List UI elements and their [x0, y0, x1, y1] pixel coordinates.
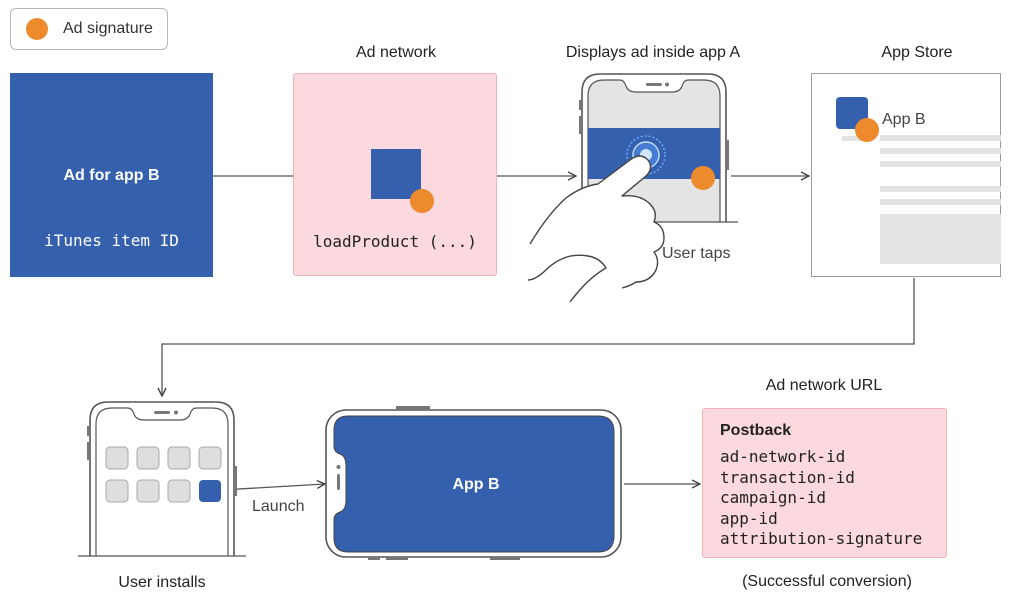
app-b-home-icon: [199, 480, 221, 502]
postback-fields: ad-network-id transaction-id campaign-id…: [720, 447, 922, 550]
load-product-call: loadProduct (...): [313, 232, 477, 251]
postback-field: campaign-id: [720, 488, 826, 508]
store-line: [880, 135, 1001, 141]
ad-signature-dot-phone: [691, 166, 715, 190]
network-heading: Ad network: [355, 44, 437, 61]
store-line: [880, 186, 1001, 192]
phone-app-b: [325, 406, 622, 560]
postback-field: ad-network-id: [720, 447, 846, 466]
phone-app-a: [527, 73, 738, 303]
store-line: [842, 136, 870, 141]
phone-install: [78, 401, 246, 557]
postback-field: attribution-signature: [720, 529, 923, 549]
store-heading: App Store: [881, 44, 953, 61]
store-app-name: App B: [882, 111, 926, 128]
store-line: [880, 148, 1001, 154]
ad-title: Ad for app B: [63, 167, 160, 184]
postback-field: transaction-id: [720, 467, 855, 487]
postback-heading: Ad network URL: [765, 377, 883, 394]
arrow-store-to-install: [162, 278, 915, 396]
ad-network-box: loadProduct (...): [293, 73, 497, 276]
legend: Ad signature: [10, 8, 168, 50]
app-b-label: App B: [452, 476, 500, 493]
ad-item-id: iTunes item ID: [44, 231, 179, 250]
ad-box: Ad for app B iTunes item ID: [10, 73, 213, 277]
postback-caption: (Successful conversion): [742, 573, 912, 590]
app-store-page: App B: [811, 73, 1001, 277]
user-installs-label: User installs: [118, 574, 206, 591]
store-screenshot-placeholder: [880, 214, 1001, 264]
display-heading: Displays ad inside app A: [565, 44, 741, 61]
postback-field: app-id: [720, 508, 778, 528]
legend-label: Ad signature: [63, 20, 153, 37]
store-line: [880, 161, 1001, 167]
store-line: [880, 199, 1001, 205]
ad-signature-dot-network: [410, 189, 434, 213]
postback-title: Postback: [720, 422, 792, 439]
launch-label: Launch: [252, 498, 305, 515]
ad-signature-legend-dot: [26, 18, 48, 40]
postback-box: Postback ad-network-id transaction-id ca…: [702, 408, 947, 558]
product-square: [371, 149, 421, 199]
user-taps-label: User taps: [662, 245, 731, 262]
arrow-install-to-appb: [220, 484, 325, 491]
ad-signature-dot-store: [855, 118, 879, 142]
